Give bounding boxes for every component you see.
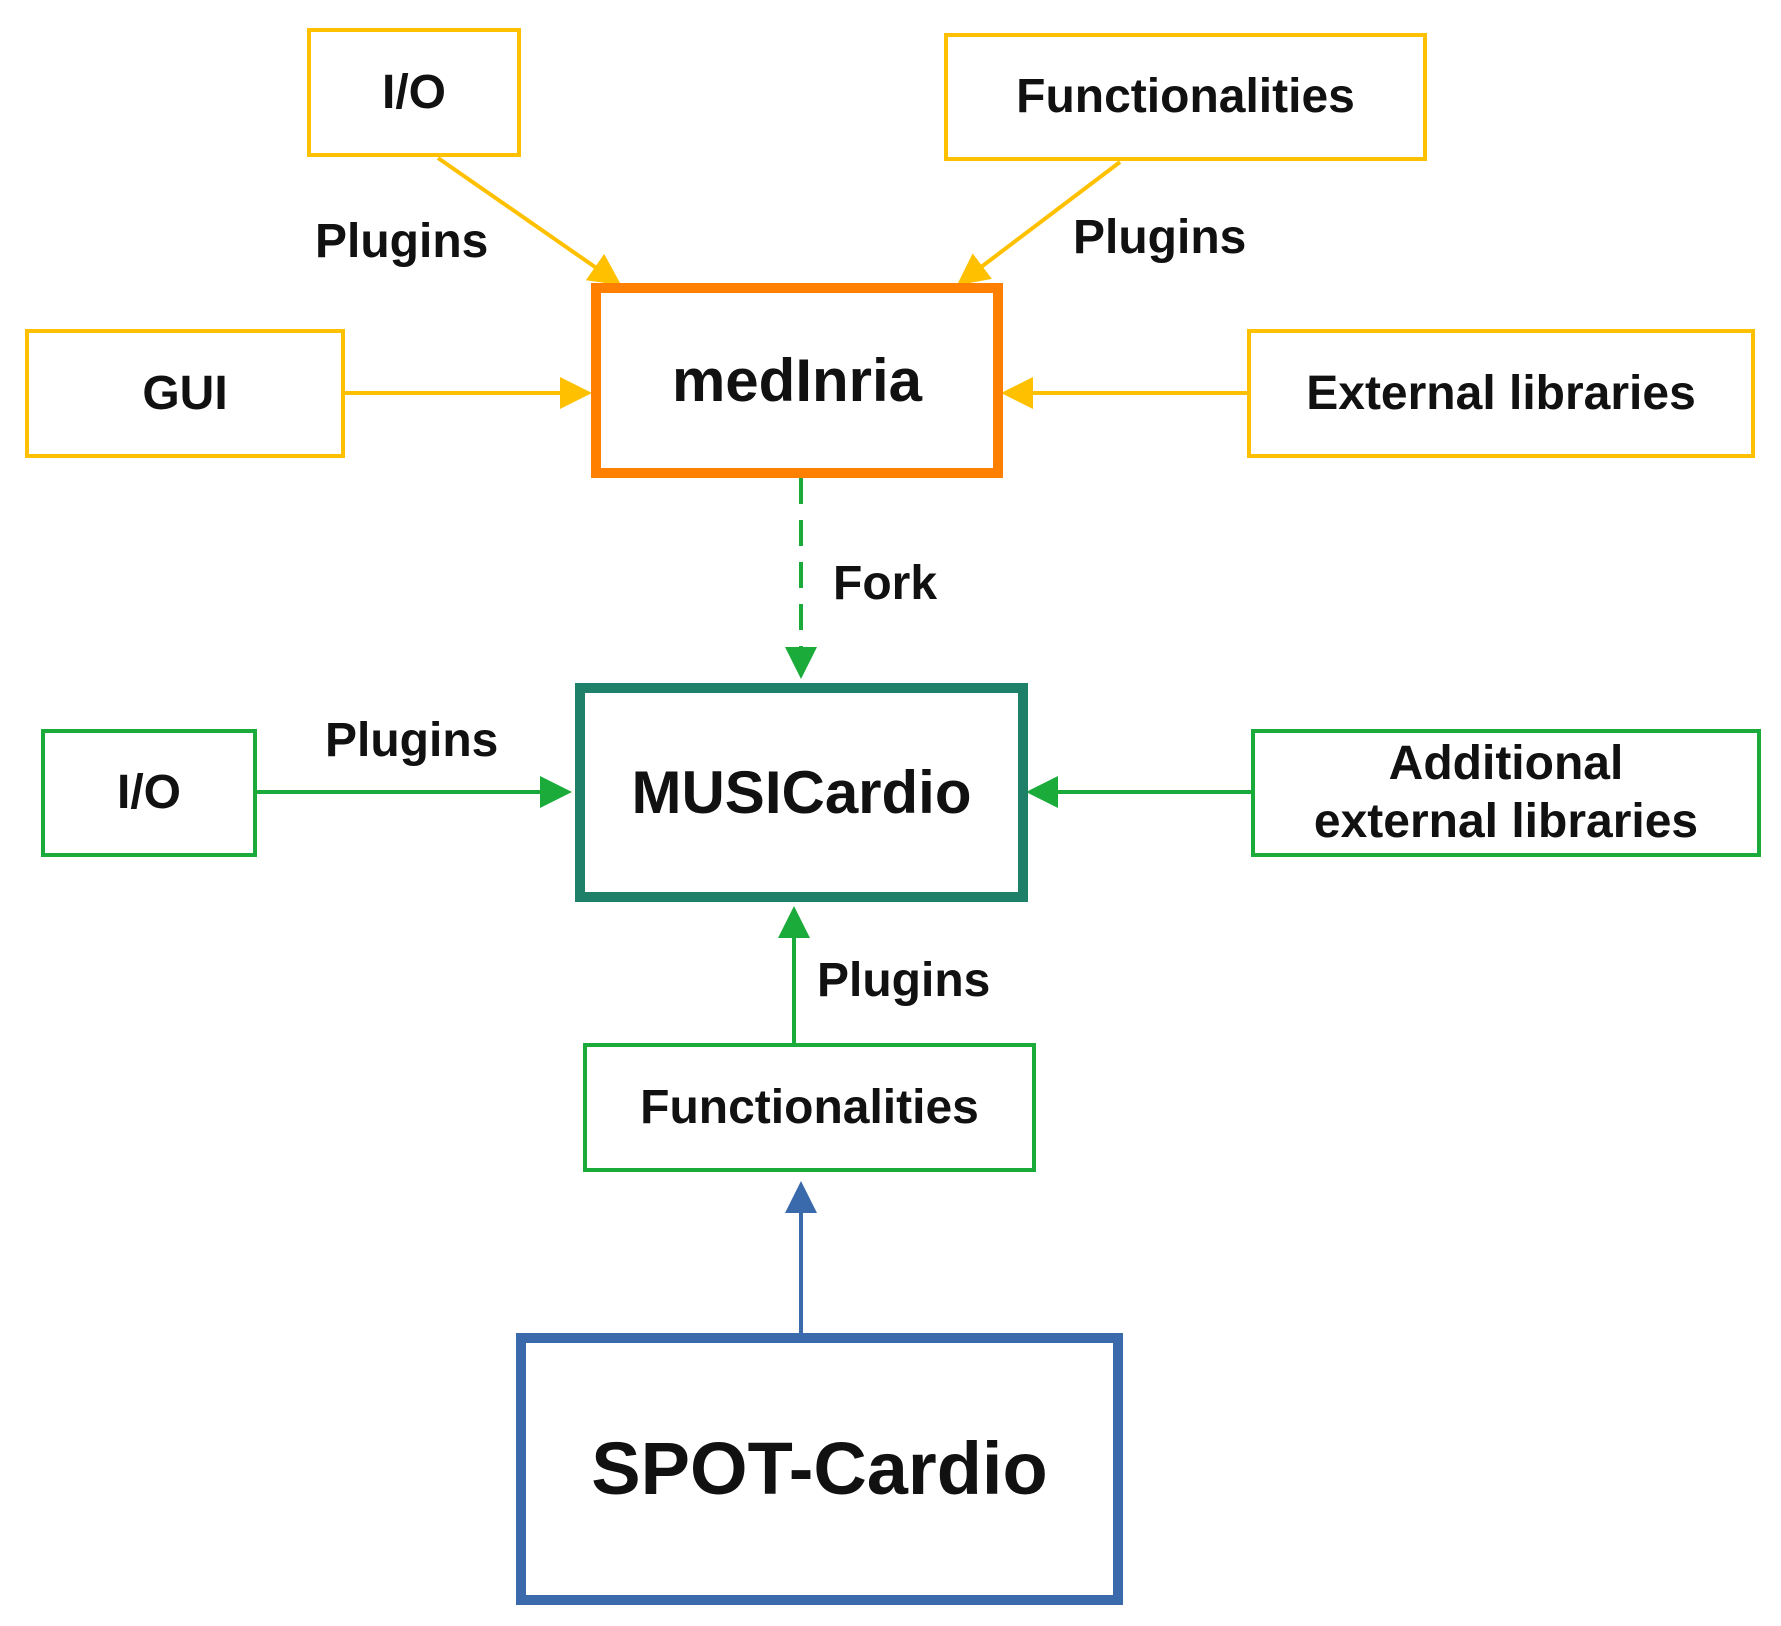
additional-libraries-line2: external libraries xyxy=(1313,795,1699,848)
additional-libraries-box: Additional external libraries xyxy=(1251,729,1761,857)
additional-libraries-line1: Additional xyxy=(1388,737,1624,791)
external-libraries-label: External libraries xyxy=(1306,366,1696,420)
spotcardio-label: SPOT-Cardio xyxy=(591,1426,1048,1510)
musicardio-box: MUSICardio xyxy=(575,683,1028,902)
bottom-functionalities-box: Functionalities xyxy=(583,1043,1036,1172)
medinria-box: medInria xyxy=(591,283,1003,478)
arrow-top-functionalities-to-medinria xyxy=(956,160,1122,286)
spotcardio-box: SPOT-Cardio xyxy=(516,1333,1123,1605)
top-io-label: I/O xyxy=(381,65,446,119)
gui-box: GUI xyxy=(25,329,345,458)
gui-label: GUI xyxy=(142,366,228,420)
top-functionalities-label: Functionalities xyxy=(1016,70,1355,124)
musicardio-label: MUSICardio xyxy=(631,758,972,826)
external-libraries-box: External libraries xyxy=(1247,329,1755,458)
bottom-functionalities-label: Functionalities xyxy=(640,1080,979,1134)
mid-io-box: I/O xyxy=(41,729,257,857)
plugins-label-top-right: Plugins xyxy=(1073,211,1247,264)
top-functionalities-box: Functionalities xyxy=(944,33,1427,161)
plugins-label-bottom: Plugins xyxy=(817,954,991,1007)
fork-label: Fork xyxy=(833,557,938,610)
plugins-label-mid-left: Plugins xyxy=(325,714,499,767)
top-io-box: I/O xyxy=(307,28,521,157)
medinria-label: medInria xyxy=(671,346,923,414)
mid-io-label: I/O xyxy=(116,766,181,820)
arrow-top-io-to-medinria xyxy=(436,156,622,286)
plugins-label-top-left: Plugins xyxy=(315,215,489,268)
